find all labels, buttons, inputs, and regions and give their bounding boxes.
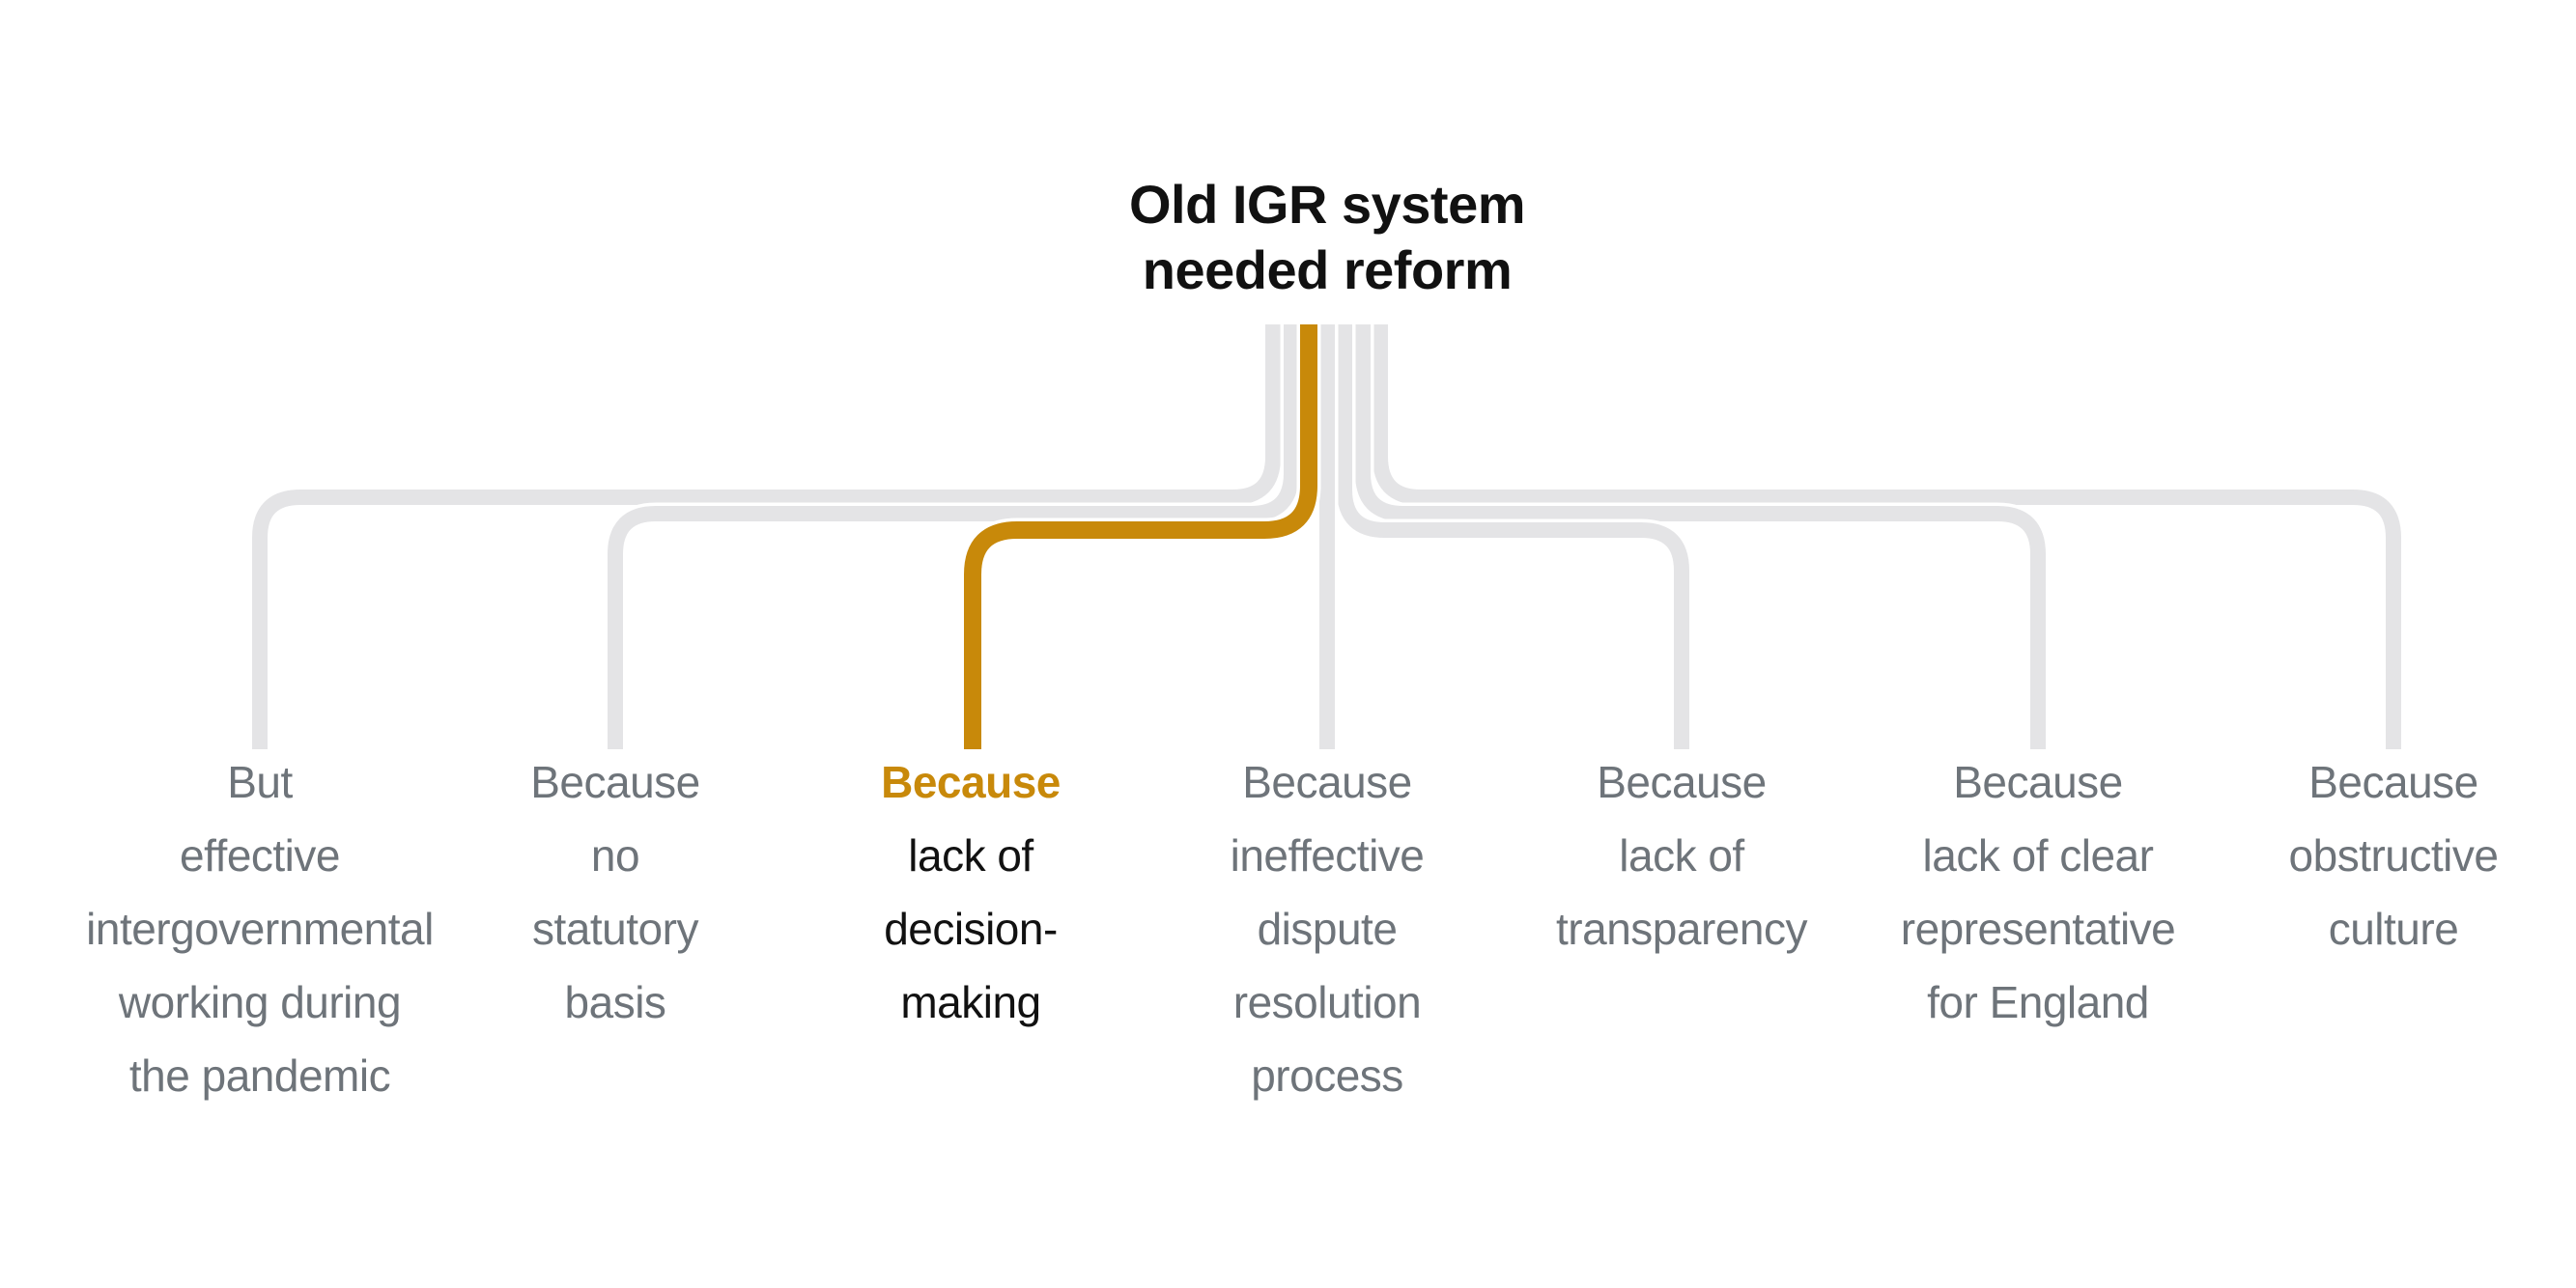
node-7-body: obstructive culture [2288, 830, 2499, 954]
node-6-body: lack of clear representative for England [1900, 830, 2176, 1027]
node-3-keyword: Because [881, 757, 1061, 807]
branch-2-line [608, 324, 1299, 749]
node-4-body: ineffective dispute resolution process [1230, 830, 1425, 1101]
node-2-body: no statutory basis [532, 830, 698, 1027]
cause-node-3: Because lack of decision- making [793, 745, 1148, 1039]
node-1-body: effective intergovernmental working duri… [86, 830, 434, 1101]
node-6-keyword: Because [1953, 757, 2123, 807]
node-4-keyword: Because [1242, 757, 1412, 807]
branch-7-line [1373, 324, 2401, 749]
node-3-body: lack of decision- making [884, 830, 1058, 1027]
cause-node-7: Because obstructive culture [2216, 745, 2571, 966]
branch-3-line [964, 324, 1317, 749]
branch-5-line [1337, 324, 1689, 749]
cause-node-5: Because lack of transparency [1504, 745, 1859, 966]
node-2-keyword: Because [530, 757, 700, 807]
branch-6-line [1355, 324, 2046, 749]
node-5-body: lack of transparency [1556, 830, 1807, 954]
branch-1-line [252, 324, 1281, 749]
cause-node-4: Because ineffective dispute resolution p… [1149, 745, 1505, 1112]
node-1-keyword: But [227, 757, 293, 807]
node-5-keyword: Because [1597, 757, 1767, 807]
cause-node-1: But effective intergovernmental working … [82, 745, 438, 1112]
cause-node-6: Because lack of clear representative for… [1860, 745, 2216, 1039]
cause-node-2: Because no statutory basis [438, 745, 793, 1039]
root-claim: Old IGR system needed reform [1128, 174, 1526, 300]
node-7-keyword: Because [2308, 757, 2478, 807]
